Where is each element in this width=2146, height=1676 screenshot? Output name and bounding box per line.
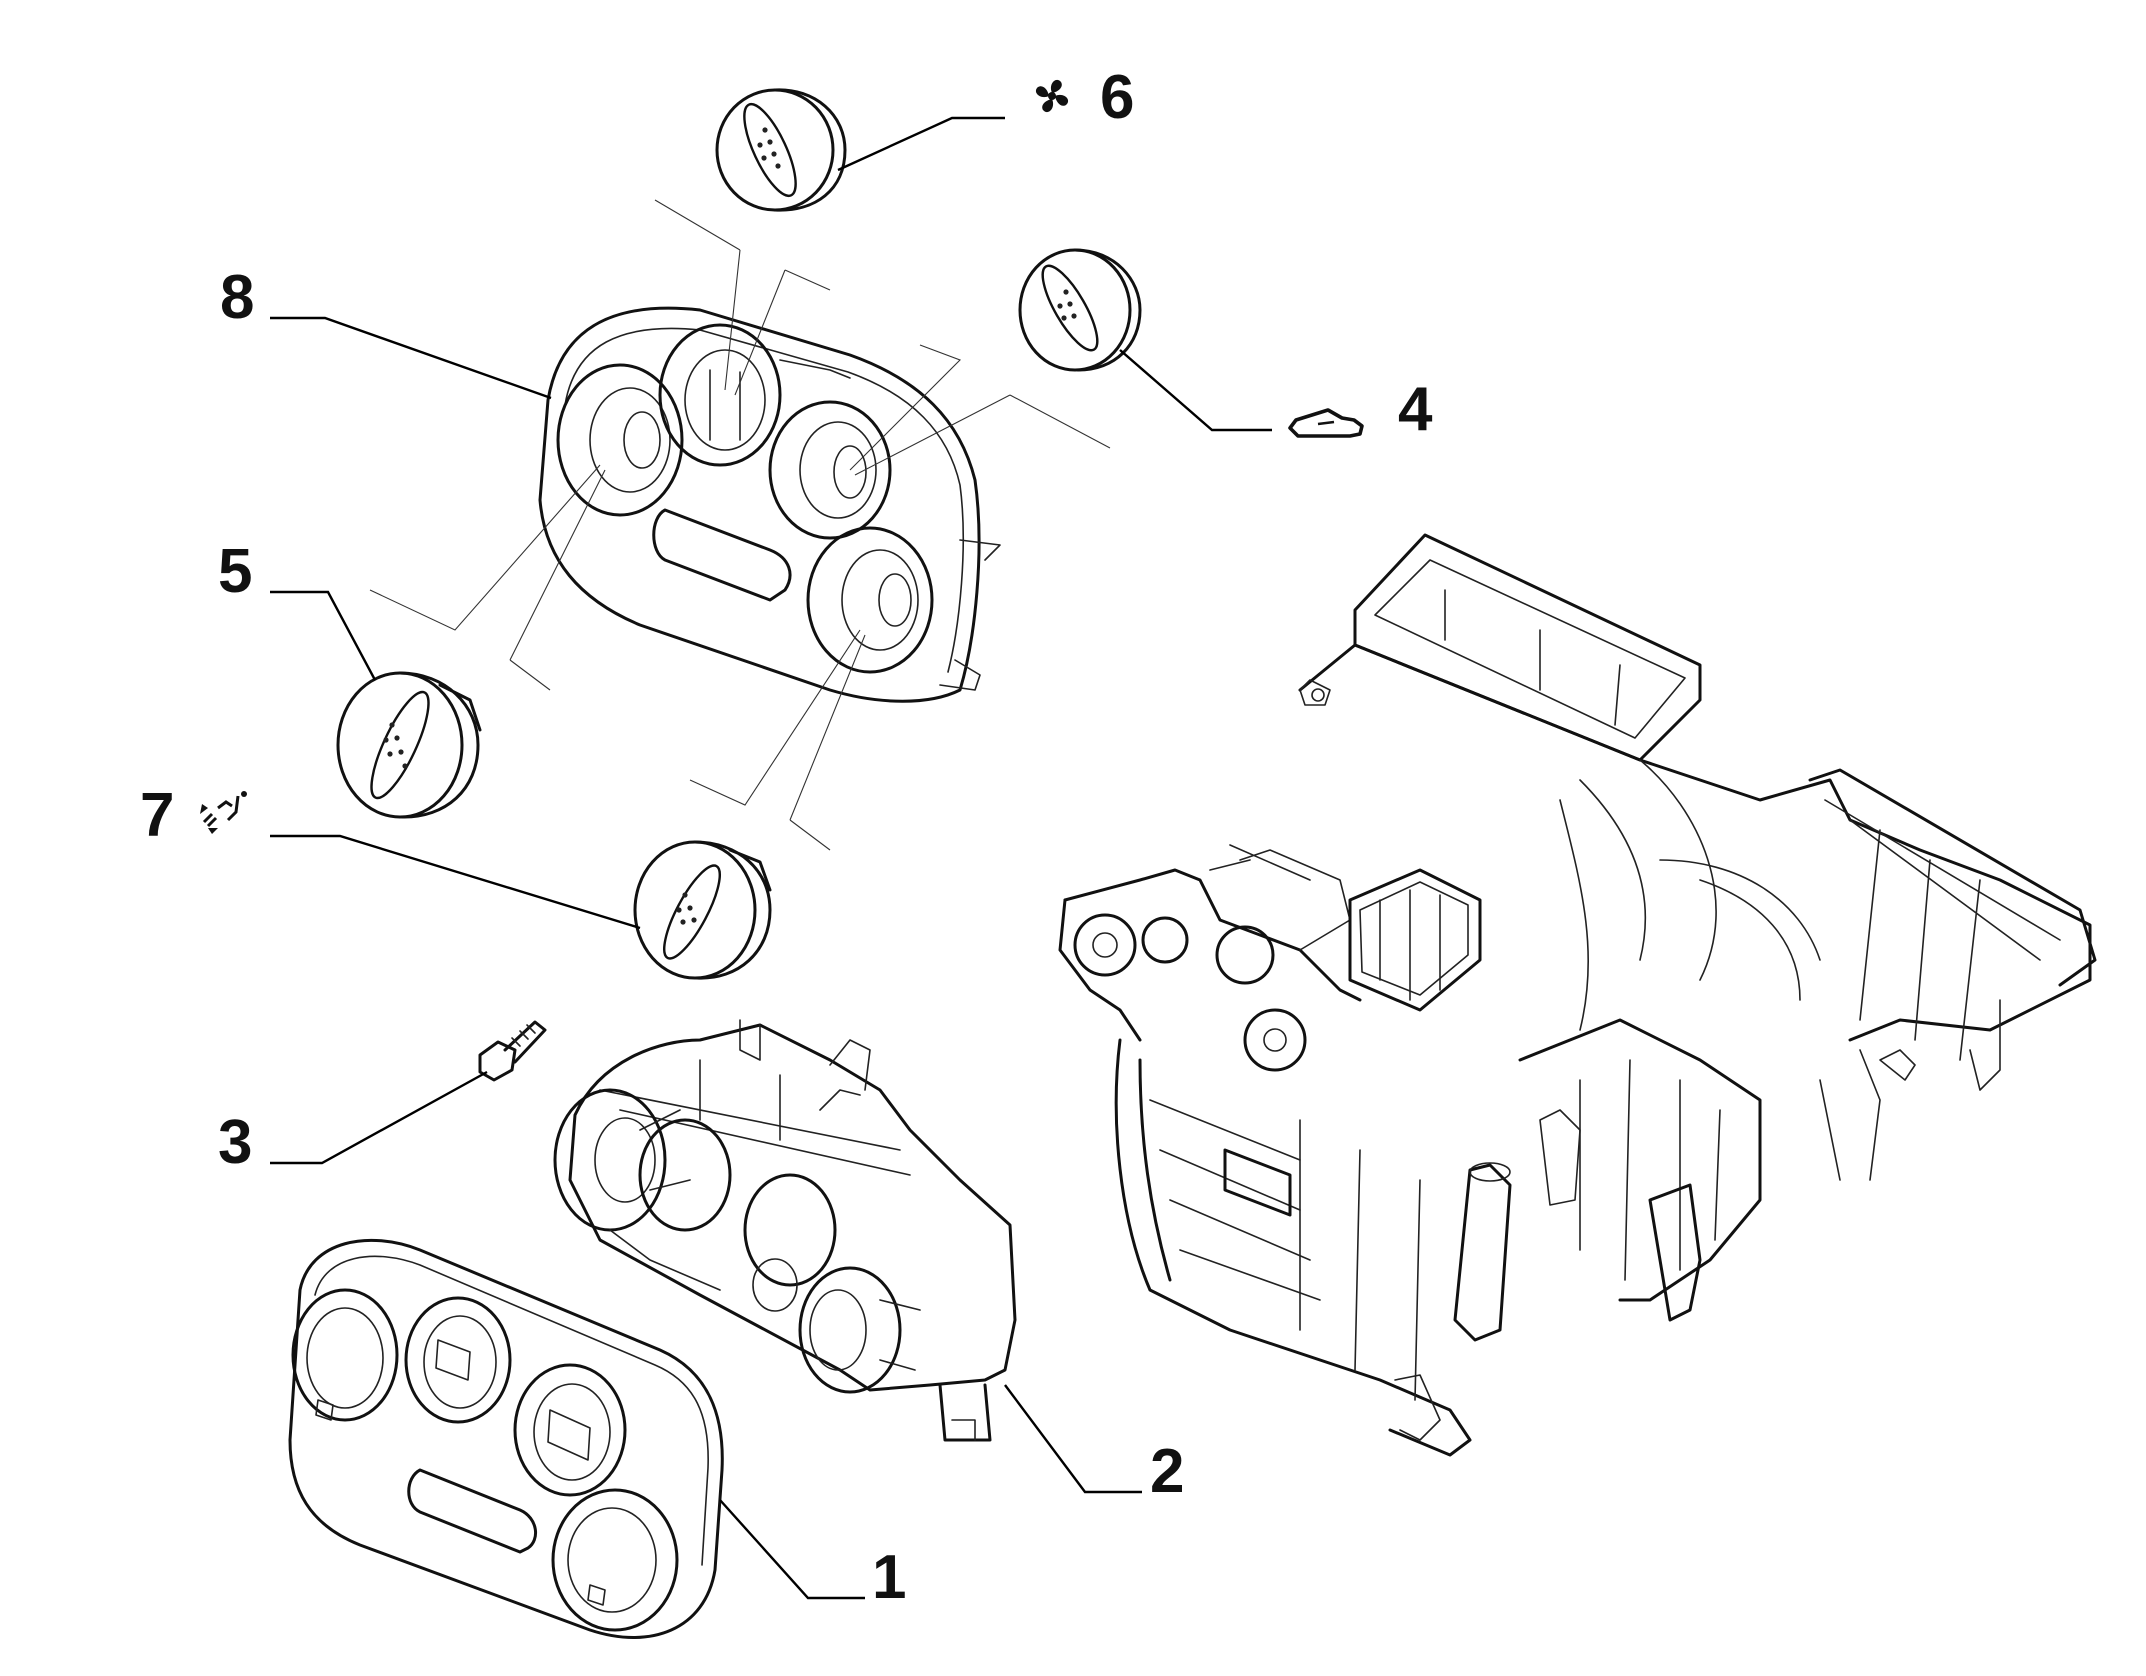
leader-8: [270, 316, 552, 400]
car-vent-icon: [1288, 408, 1364, 438]
leader-3: [270, 1070, 488, 1165]
leader-5: [270, 590, 377, 681]
recirculation-icon: [200, 791, 247, 834]
leader-6: [837, 116, 1005, 172]
part-3-screw: [478, 1020, 547, 1082]
part-4-air-distribution-knob: [1018, 248, 1142, 372]
callout-7: 7: [140, 781, 174, 850]
callout-8: 8: [220, 263, 254, 332]
leader-1: [719, 1499, 865, 1600]
callout-1: 1: [872, 1543, 906, 1612]
part-6-fan-speed-knob: [715, 88, 847, 212]
part-2-climate-control-unit: [553, 1019, 1017, 1442]
part-5-temperature-knob: [336, 671, 482, 819]
hvac-housing: [1058, 533, 2097, 1457]
callout-3: 3: [218, 1108, 252, 1177]
leader-lines: [270, 116, 1272, 1600]
callout-2: 2: [1150, 1437, 1184, 1506]
callout-5: 5: [218, 537, 252, 606]
leader-7: [270, 834, 641, 930]
callout-6: 6: [1100, 63, 1134, 132]
fan-icon: [1035, 79, 1069, 113]
leader-4: [1119, 349, 1272, 432]
leader-2: [1004, 1384, 1142, 1494]
callout-4: 4: [1398, 375, 1433, 444]
part-1-bezel: [288, 1238, 724, 1639]
part-7-recirculation-knob: [633, 840, 772, 980]
part-8-control-panel-frame: [369, 199, 1111, 851]
